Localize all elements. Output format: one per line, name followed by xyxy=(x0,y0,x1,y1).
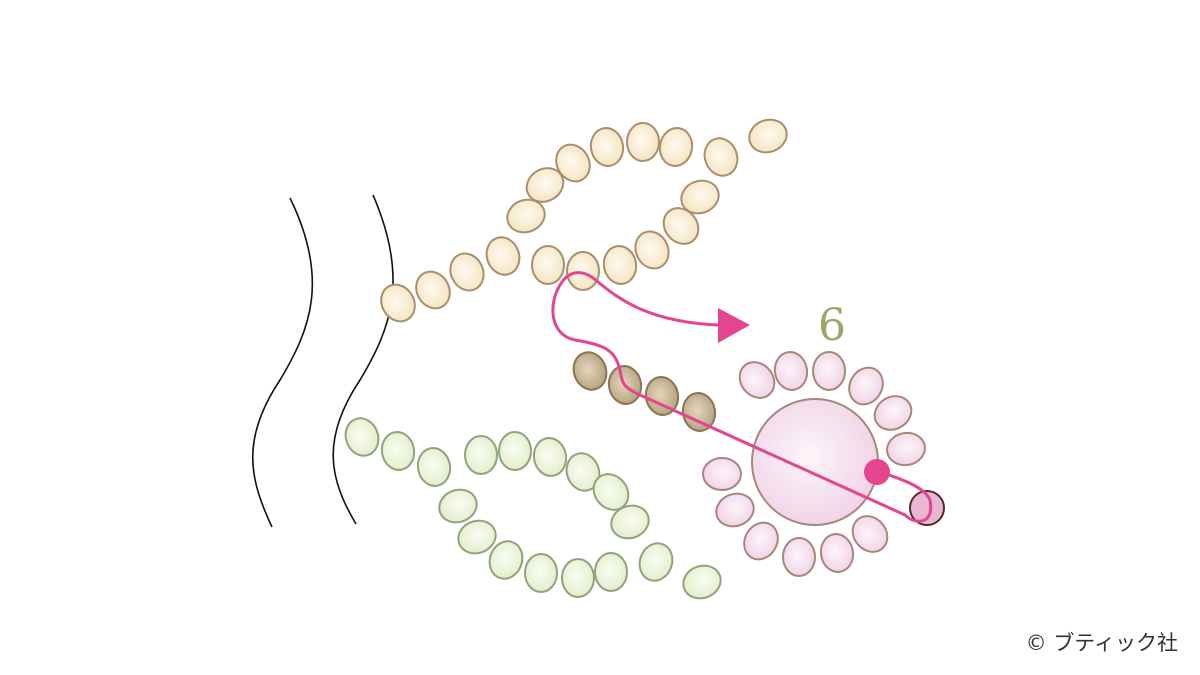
green-bead xyxy=(594,552,628,592)
cream-bead xyxy=(662,207,700,245)
pink-petal-bead xyxy=(782,537,816,577)
brown-bead xyxy=(572,351,608,391)
wavy-line-right xyxy=(332,194,394,525)
cream-bead xyxy=(555,143,591,183)
center-pearl xyxy=(751,398,879,526)
cream-bead xyxy=(634,230,670,270)
green-bead xyxy=(610,504,650,540)
cream-bead xyxy=(566,251,600,291)
pink-petal-bead xyxy=(819,533,855,573)
green-bead xyxy=(416,447,452,487)
cream-bead xyxy=(589,127,625,167)
cream-bead xyxy=(506,198,546,234)
cream-bead xyxy=(449,252,485,292)
cream-bead xyxy=(680,179,720,215)
pink-petal-bead xyxy=(738,361,776,399)
pink-petal-bead xyxy=(851,515,889,553)
cream-bead xyxy=(531,245,565,285)
copyright-label: © ブティック社 xyxy=(1025,631,1178,655)
step-number: 6 xyxy=(818,300,846,351)
end-bead xyxy=(909,490,945,526)
green-bead xyxy=(380,431,416,471)
pink-petal-bead xyxy=(743,521,779,561)
pink-petal-bead xyxy=(848,366,884,406)
wavy-edge-lines xyxy=(252,194,394,528)
pink-petal-bead xyxy=(812,351,846,391)
pink-petal-bead xyxy=(886,431,926,467)
green-bead xyxy=(565,452,601,492)
cream-bead xyxy=(415,270,451,310)
pink-petal-bead xyxy=(702,457,742,491)
pink-petal-bead xyxy=(715,492,755,528)
green-bead xyxy=(488,540,524,580)
cream-bead xyxy=(602,245,638,285)
needle-end-dot-icon xyxy=(864,459,890,485)
cream-bead xyxy=(380,283,416,323)
pink-petal-bead xyxy=(773,351,809,391)
cream-bead xyxy=(748,118,788,154)
thread-path xyxy=(551,271,933,523)
pink-petal-bead xyxy=(873,395,913,431)
thread-arrow-icon xyxy=(718,308,750,343)
green-bead xyxy=(498,431,532,471)
green-bead xyxy=(638,542,674,582)
green-bead xyxy=(457,519,497,555)
cream-bead xyxy=(658,127,694,167)
cream-bead xyxy=(703,137,739,177)
green-bead xyxy=(532,437,568,477)
green-bead xyxy=(438,488,478,524)
wavy-line-left xyxy=(252,197,314,528)
green-bead xyxy=(682,564,722,600)
green-bead xyxy=(464,435,498,475)
cream-bead xyxy=(485,236,521,276)
cream-bead xyxy=(626,122,660,162)
green-bead xyxy=(524,553,558,593)
green-bead xyxy=(344,417,380,457)
green-bead xyxy=(561,558,595,598)
